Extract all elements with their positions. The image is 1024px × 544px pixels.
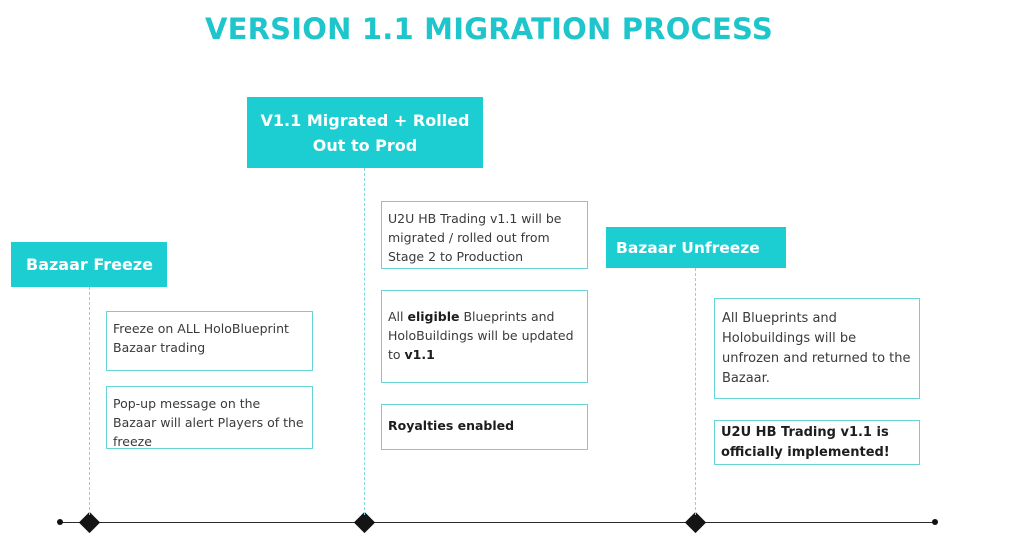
diagram-title: VERSION 1.1 MIGRATION PROCESS (205, 12, 773, 46)
timeline-end-dot (932, 519, 938, 525)
milestone-freeze-marker (78, 511, 101, 534)
note-unfreeze-returned-text: All Blueprints and Holobuildings will be… (722, 311, 911, 386)
timeline-axis (60, 522, 936, 523)
freeze-connector (89, 287, 90, 515)
note-eligible-before: All (388, 309, 408, 324)
note-freeze-popup-text: Pop-up message on the Bazaar will alert … (113, 396, 304, 449)
milestone-unfreeze-marker (684, 511, 707, 534)
note-eligible-bold: eligible (407, 309, 460, 324)
note-royalties-text: Royalties enabled (388, 418, 515, 433)
note-freeze-trading: Freeze on ALL HoloBlueprint Bazaar tradi… (106, 311, 313, 371)
note-eligible-middle: Blueprints and HoloBuildings will be upd… (388, 309, 574, 362)
unfreeze-connector (695, 268, 696, 515)
timeline-start-dot (57, 519, 63, 525)
phase-bazaar-unfreeze: Bazaar Unfreeze (606, 227, 786, 268)
note-migrated-rollout: U2U HB Trading v1.1 will be migrated / r… (381, 201, 588, 269)
phase-migrated-label: V1.1 Migrated + Rolled Out to Prod (260, 110, 470, 155)
note-eligible-version: v1.1 (404, 347, 435, 362)
note-freeze-trading-text: Freeze on ALL HoloBlueprint Bazaar tradi… (113, 321, 289, 355)
note-unfreeze-returned: All Blueprints and Holobuildings will be… (714, 298, 920, 399)
note-migrated-eligible: All eligible Blueprints and HoloBuilding… (381, 290, 588, 383)
phase-bazaar-freeze: Bazaar Freeze (11, 242, 167, 287)
migrated-connector (364, 168, 365, 515)
note-migrated-rollout-text: U2U HB Trading v1.1 will be migrated / r… (388, 211, 562, 264)
phase-freeze-label: Bazaar Freeze (26, 255, 154, 274)
note-freeze-popup: Pop-up message on the Bazaar will alert … (106, 386, 313, 449)
note-migrated-royalties: Royalties enabled (381, 404, 588, 450)
note-unfreeze-implemented-text: U2U HB Trading v1.1 is officially implem… (721, 425, 890, 460)
phase-v11-migrated: V1.1 Migrated + Rolled Out to Prod (247, 97, 483, 168)
note-unfreeze-implemented: U2U HB Trading v1.1 is officially implem… (714, 420, 920, 465)
milestone-migrated-marker (353, 511, 376, 534)
phase-unfreeze-label: Bazaar Unfreeze (616, 238, 760, 257)
